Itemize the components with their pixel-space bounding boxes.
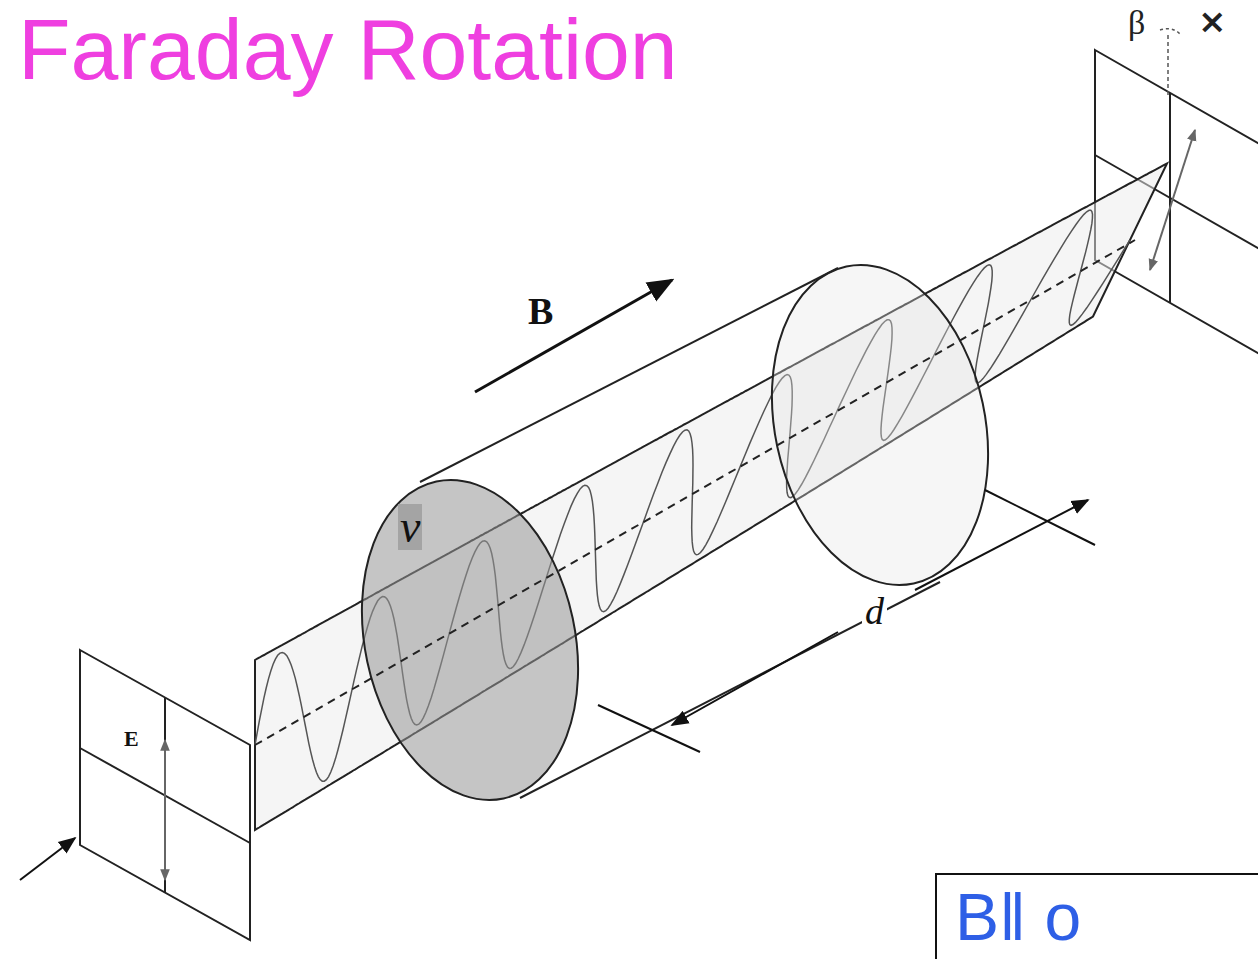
length-label: d	[862, 592, 887, 630]
beta-label: β	[1128, 6, 1145, 40]
cross-label: ×	[1198, 4, 1227, 38]
title: Faraday Rotation	[18, 2, 678, 97]
frequency-label: ν	[398, 504, 422, 550]
formula-box: B‖ o	[935, 873, 1258, 959]
e-field-label: E	[123, 728, 140, 750]
formula-text: B‖ o	[955, 881, 1242, 954]
beam-sheet	[255, 164, 1167, 831]
field-label: B	[528, 292, 553, 330]
e-field-arrow	[164, 740, 166, 880]
medium-cylinder	[334, 245, 1017, 821]
beam-axis	[255, 240, 1135, 745]
length-dimension	[598, 490, 1095, 752]
rotated-e-arrow	[1150, 130, 1195, 270]
beta-ref-line	[1167, 35, 1169, 95]
incoming-arrow	[20, 838, 75, 880]
input-polarizer	[80, 650, 250, 940]
beam	[255, 164, 1167, 831]
beta-arc	[1160, 29, 1180, 34]
b-field-arrow	[475, 280, 672, 392]
